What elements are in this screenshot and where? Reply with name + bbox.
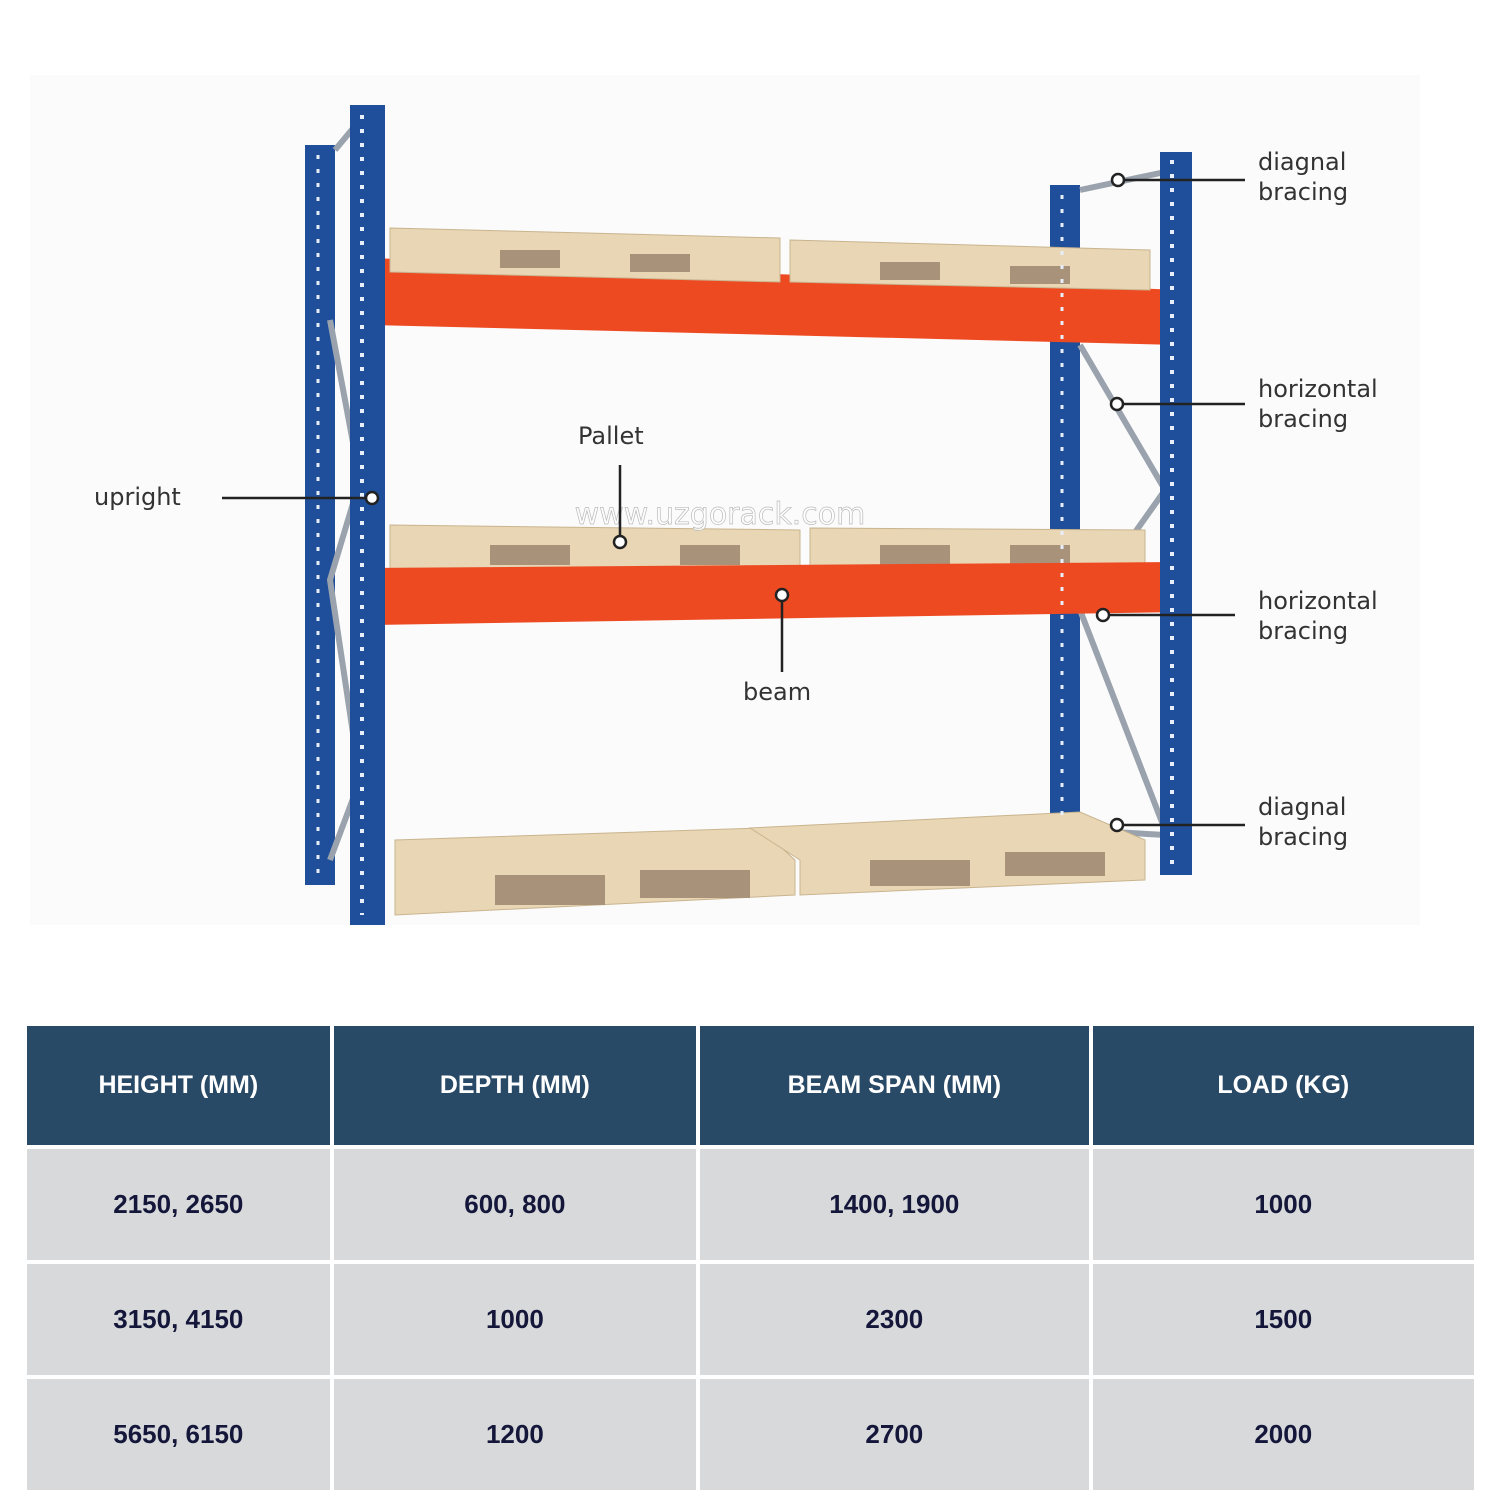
watermark: www.uzgorack.com	[575, 497, 866, 532]
cell-beam-span: 1400, 1900	[700, 1149, 1089, 1260]
cell-beam-span: 2300	[700, 1264, 1089, 1375]
header-depth: DEPTH (MM)	[333, 1026, 697, 1145]
cell-depth: 1200	[333, 1379, 697, 1490]
beam-top	[372, 258, 1180, 345]
front-uprights	[316, 105, 1192, 925]
label-horizontal-bracing-lower: horizontal	[1258, 587, 1378, 615]
label-horizontal-bracing-upper: horizontal	[1258, 375, 1378, 403]
pallets-bottom	[394, 811, 1146, 916]
label-upright: upright	[94, 483, 181, 511]
header-height: HEIGHT (MM)	[27, 1026, 330, 1145]
cell-height: 5650, 6150	[27, 1379, 330, 1490]
table-header-row: HEIGHT (MM) DEPTH (MM) BEAM SPAN (MM) LO…	[27, 1026, 1474, 1145]
header-load: LOAD (KG)	[1092, 1026, 1474, 1145]
cell-load: 2000	[1092, 1379, 1474, 1490]
label-beam: beam	[743, 678, 811, 706]
pallets-top	[389, 227, 1151, 291]
cell-load: 1000	[1092, 1149, 1474, 1260]
table-row: 3150, 4150 1000 2300 1500	[27, 1264, 1474, 1375]
cell-depth: 600, 800	[333, 1149, 697, 1260]
label-pallet: Pallet	[578, 422, 644, 450]
table-row: 5650, 6150 1200 2700 2000	[27, 1379, 1474, 1490]
label-diagonal-bracing-bottom: diagnal	[1258, 793, 1346, 821]
header-beam-span: BEAM SPAN (MM)	[700, 1026, 1089, 1145]
cell-height: 2150, 2650	[27, 1149, 330, 1260]
cell-depth: 1000	[333, 1264, 697, 1375]
callouts	[222, 172, 1245, 833]
specs-table: HEIGHT (MM) DEPTH (MM) BEAM SPAN (MM) LO…	[23, 1022, 1478, 1494]
cell-beam-span: 2700	[700, 1379, 1089, 1490]
cell-height: 3150, 4150	[27, 1264, 330, 1375]
label-diagonal-bracing-top: diagnal	[1258, 148, 1346, 176]
table-row: 2150, 2650 600, 800 1400, 1900 1000	[27, 1149, 1474, 1260]
pallets-middle	[389, 524, 1146, 579]
cell-load: 1500	[1092, 1264, 1474, 1375]
